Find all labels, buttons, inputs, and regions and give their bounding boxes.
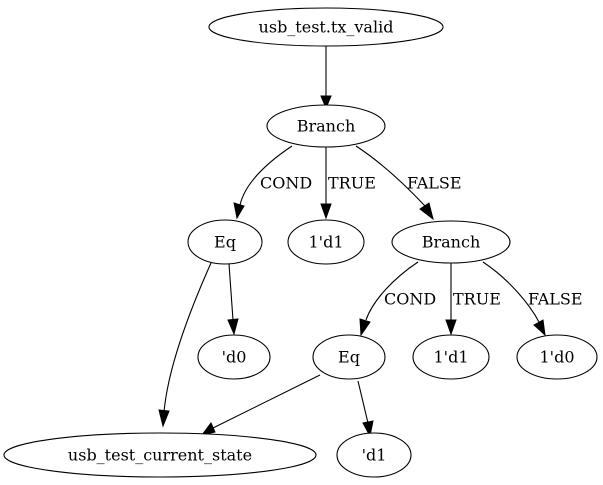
svg-text:Eq: Eq	[338, 348, 360, 367]
node-d1: 'd1	[336, 432, 412, 478]
node-branch-1: Branch	[266, 104, 386, 148]
svg-text:1'd1: 1'd1	[434, 348, 469, 367]
edge-eq-to-d0	[227, 263, 239, 336]
svg-text:1'd1: 1'd1	[309, 233, 344, 252]
edge-label-true: TRUE	[328, 174, 376, 193]
svg-text:1'd0: 1'd0	[540, 348, 575, 367]
node-1d0: 1'd0	[516, 334, 598, 380]
edge-branch2-cond-to-eq	[359, 261, 419, 337]
edge-eq2-to-state	[200, 374, 321, 436]
edge-label-false: FALSE	[407, 174, 462, 193]
node-d0: 'd0	[197, 334, 271, 380]
node-1d1-2: 1'd1	[412, 334, 490, 380]
edge-branch2-true-to-1d1	[445, 263, 457, 336]
node-usb-test-current-state: usb_test_current_state	[3, 432, 317, 478]
svg-text:usb_test_current_state: usb_test_current_state	[68, 446, 252, 465]
edge-label-false-2: FALSE	[528, 290, 583, 309]
edge-branch-false-to-branch	[355, 145, 434, 221]
edge-branch-true-to-1d1	[320, 147, 332, 220]
edge-eq-to-state	[158, 262, 212, 428]
node-usb-test-tx-valid: usb_test.tx_valid	[208, 7, 444, 47]
node-eq-2: Eq	[312, 334, 386, 380]
edge-label-true-2: TRUE	[453, 290, 501, 309]
svg-text:usb_test.tx_valid: usb_test.tx_valid	[259, 18, 394, 37]
node-eq-1: Eq	[187, 219, 263, 265]
node-branch-2: Branch	[391, 220, 511, 264]
edge-root-to-branch	[320, 46, 332, 110]
svg-text:Eq: Eq	[214, 233, 236, 252]
svg-text:'d1: 'd1	[362, 446, 387, 465]
svg-text:'d0: 'd0	[222, 348, 247, 367]
edge-branch-cond-to-eq	[233, 145, 293, 220]
edge-eq2-to-d1	[357, 380, 374, 438]
svg-text:Branch: Branch	[422, 233, 481, 252]
svg-text:Branch: Branch	[297, 117, 356, 136]
edge-branch2-false-to-1d0	[482, 261, 546, 337]
edge-label-cond-2: COND	[384, 290, 436, 309]
node-1d1-1: 1'd1	[287, 219, 365, 265]
edge-label-cond: COND	[260, 174, 312, 193]
